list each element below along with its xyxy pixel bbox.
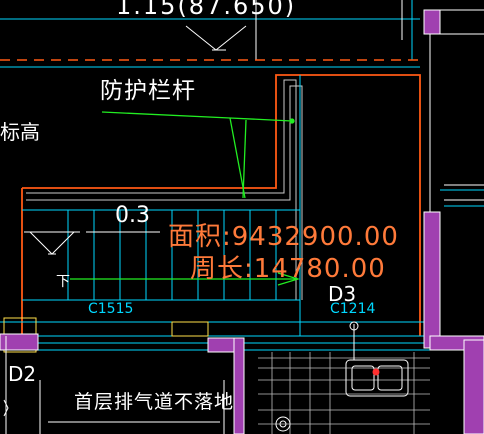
kitchen-grid — [258, 352, 430, 434]
wall-offsets — [26, 79, 303, 300]
window-tag-c1515[interactable]: C1515 — [88, 301, 134, 317]
sink-fixture — [345, 321, 409, 397]
shaft-note: 首层排气道不落地 — [74, 391, 235, 413]
perimeter-readout: 周长:14780.00 — [190, 254, 386, 284]
down-marker: 下 — [56, 274, 70, 290]
elevation-symbol — [0, 18, 420, 51]
window-tag-c1214[interactable]: C1214 — [330, 301, 376, 317]
area-readout: 面积:9432900.00 — [168, 222, 399, 252]
slope-symbol — [24, 231, 160, 255]
walk-arrow — [70, 272, 301, 286]
elevation-label: 标高 — [0, 120, 40, 144]
structural-columns — [0, 9, 484, 434]
door-tag-d2[interactable]: D2 — [8, 362, 37, 386]
right-cyan-lines — [440, 189, 484, 207]
window-sill-block — [171, 321, 209, 337]
right-room-lines — [429, 9, 484, 212]
wall-outline — [21, 74, 421, 336]
rail-label: 防护栏杆 — [100, 78, 196, 104]
slope-text: 0.3 — [115, 203, 150, 228]
shaft-box — [39, 380, 225, 434]
rail-leader — [101, 111, 295, 199]
stair-treads — [22, 209, 300, 301]
door-tag-d3[interactable]: D3 — [328, 282, 357, 306]
left-edge-marks — [3, 336, 9, 434]
floor-drain — [275, 416, 291, 432]
elevation-text: 1.15(87.650) — [116, 0, 297, 20]
